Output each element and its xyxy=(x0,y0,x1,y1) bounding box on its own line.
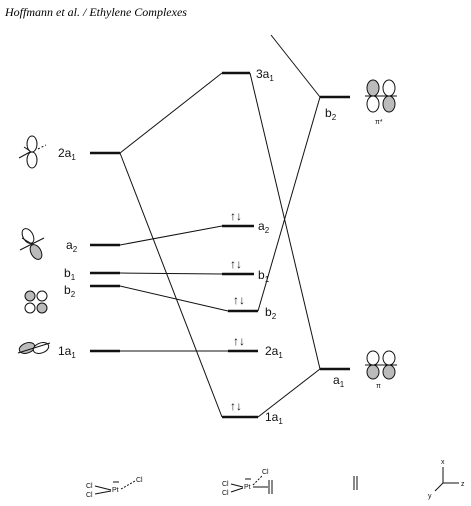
svg-text:Cl: Cl xyxy=(136,477,143,484)
right-levels xyxy=(320,95,350,371)
orbital-sketch-left-b2 xyxy=(24,290,48,314)
label-center-a2: a2 xyxy=(258,219,270,235)
center-levels xyxy=(222,71,258,419)
structure-ethylene xyxy=(353,476,358,490)
svg-text:x: x xyxy=(441,459,445,466)
structure-ptcl3: Cl Cl Pt Cl xyxy=(86,477,143,499)
coordinate-axes: x z y xyxy=(428,459,465,500)
svg-text:Cl: Cl xyxy=(262,469,269,476)
orbital-sketch-pi xyxy=(365,350,397,380)
svg-text:Cl: Cl xyxy=(222,490,229,497)
running-header: Hoffmann et al. / Ethylene Complexes xyxy=(4,5,187,19)
label-center-b2: b2 xyxy=(265,305,277,321)
left-levels xyxy=(90,151,120,353)
label-center-b1: b1 xyxy=(258,268,270,284)
electron-pair-1a1: ↑↓ xyxy=(230,399,242,413)
label-pi: π xyxy=(376,383,381,390)
label-center-1a1: 1a1 xyxy=(265,410,283,426)
electron-pair-b1: ↑↓ xyxy=(230,257,242,271)
svg-text:z: z xyxy=(461,481,465,488)
electron-pair-2a1: ↑↓ xyxy=(233,334,245,348)
right-labels: b2 a1 xyxy=(325,106,345,389)
orbital-sketch-left-a2 xyxy=(19,228,45,260)
svg-text:Cl: Cl xyxy=(86,483,93,490)
structure-complex: Cl Cl Pt Cl xyxy=(222,469,273,497)
label-right-a1: a1 xyxy=(333,373,345,389)
electron-pair-a2: ↑↓ xyxy=(230,209,242,223)
svg-text:Pt: Pt xyxy=(244,484,251,491)
label-left-2a1: 2a1 xyxy=(58,146,76,162)
label-center-3a1: 3a1 xyxy=(256,67,274,83)
orbital-sketch-left-2a1 xyxy=(18,135,47,169)
electron-pair-b2: ↑↓ xyxy=(233,293,245,307)
correlation-lines xyxy=(119,34,321,418)
label-right-b2: b2 xyxy=(325,106,337,122)
label-center-2a1: 2a1 xyxy=(265,344,283,360)
label-left-b1: b1 xyxy=(64,266,76,282)
center-labels: 3a1 a2 b1 b2 2a1 1a1 xyxy=(256,67,283,426)
label-left-1a1: 1a1 xyxy=(58,344,76,360)
svg-text:Pt: Pt xyxy=(112,487,119,494)
svg-text:Cl: Cl xyxy=(86,492,93,499)
svg-text:Cl: Cl xyxy=(222,481,229,488)
label-left-b2: b2 xyxy=(64,283,76,299)
orbital-sketch-pi-star xyxy=(365,79,397,113)
label-left-a2: a2 xyxy=(66,238,78,254)
orbital-sketch-left-1a1 xyxy=(17,342,51,354)
svg-text:y: y xyxy=(428,493,432,500)
electron-pairs: ↑↓ ↑↓ ↑↓ ↑↓ ↑↓ xyxy=(230,209,245,413)
left-labels: 2a1 a2 b1 b2 1a1 xyxy=(58,146,78,360)
label-pi-star: π* xyxy=(375,119,383,126)
